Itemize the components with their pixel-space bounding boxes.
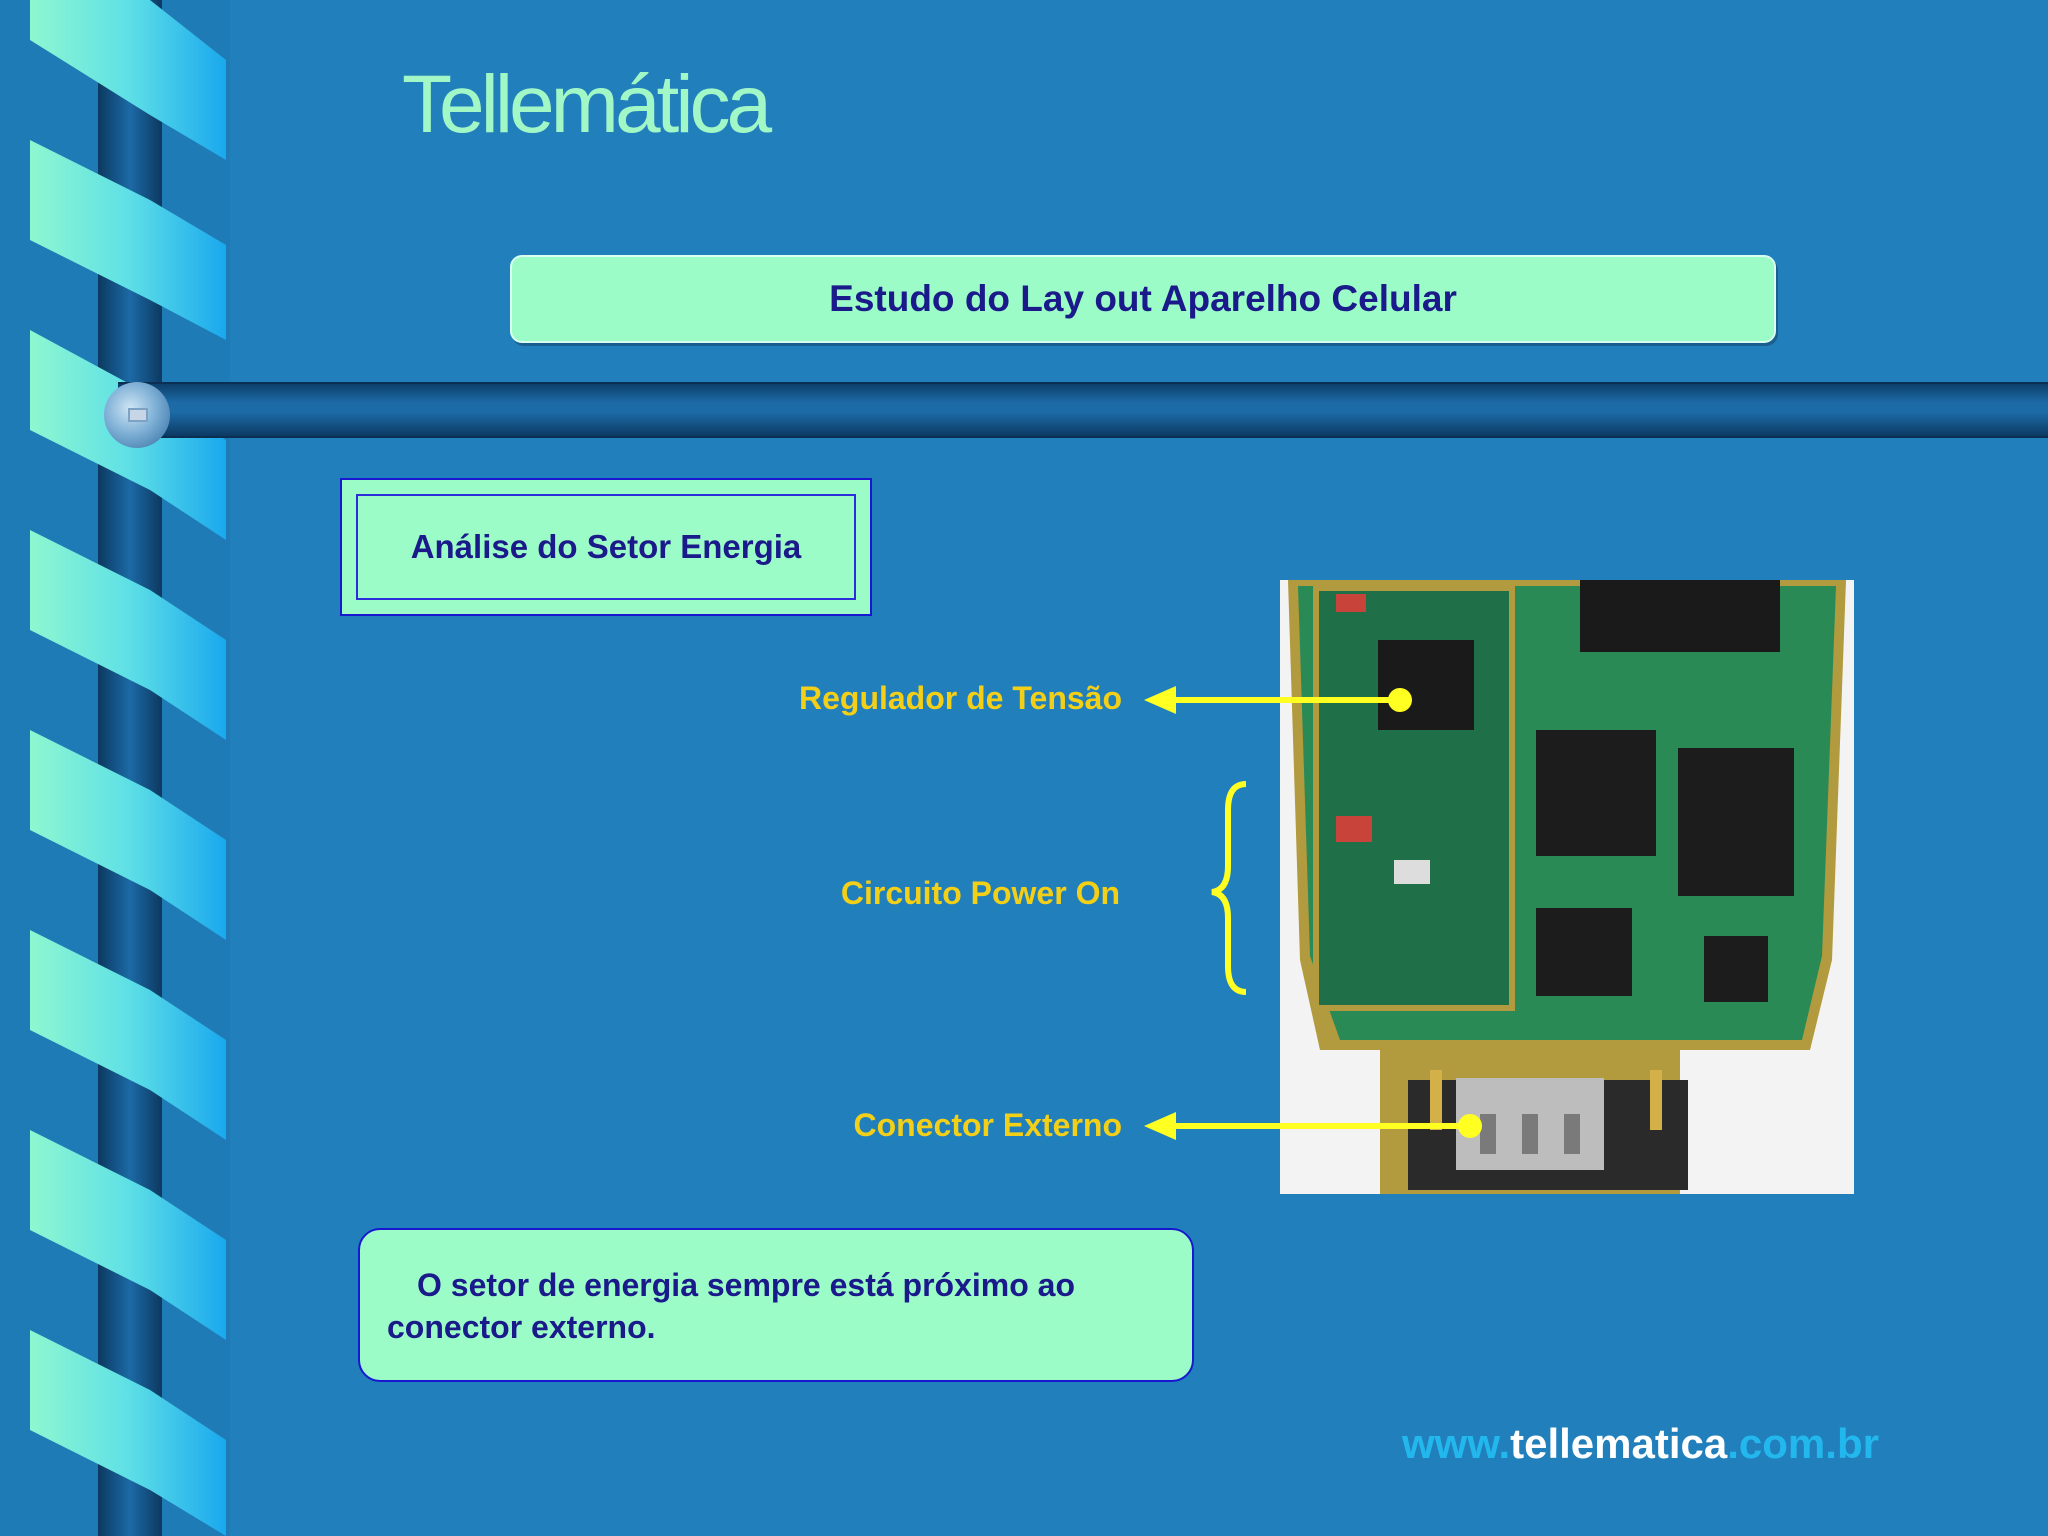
label-conector-externo: Conector Externo	[853, 1107, 1122, 1143]
section-title: Análise do Setor Energia	[410, 528, 802, 565]
horizontal-divider-bar	[118, 382, 2048, 438]
pcb-photo	[1280, 580, 1854, 1194]
url-suffix: .com.br	[1727, 1420, 1879, 1467]
url-prefix: www.	[1402, 1420, 1511, 1467]
ribbon-graphic	[30, 0, 226, 1536]
label-regulador-tensao: Regulador de Tensão	[798, 680, 1122, 716]
header-banner: Estudo do Lay out Aparelho Celular	[510, 255, 1776, 343]
decorative-ribbon	[0, 0, 230, 1536]
power-on-brace-icon	[1211, 781, 1247, 995]
section-title-box: Análise do Setor Energia	[340, 478, 872, 616]
website-url[interactable]: www.tellematica.com.br	[1402, 1420, 1879, 1468]
pcb-graphic	[1288, 580, 1846, 1194]
divider-knob-icon	[104, 382, 170, 448]
label-circuito-power-on: Circuito Power On	[840, 875, 1120, 911]
url-name: tellematica	[1510, 1420, 1728, 1467]
slide-title: Tellemática	[402, 59, 772, 150]
note-text: O setor de energia sempre está próximo a…	[387, 1267, 1076, 1345]
header-text: Estudo do Lay out Aparelho Celular	[829, 278, 1457, 319]
note-box: O setor de energia sempre está próximo a…	[358, 1228, 1194, 1382]
